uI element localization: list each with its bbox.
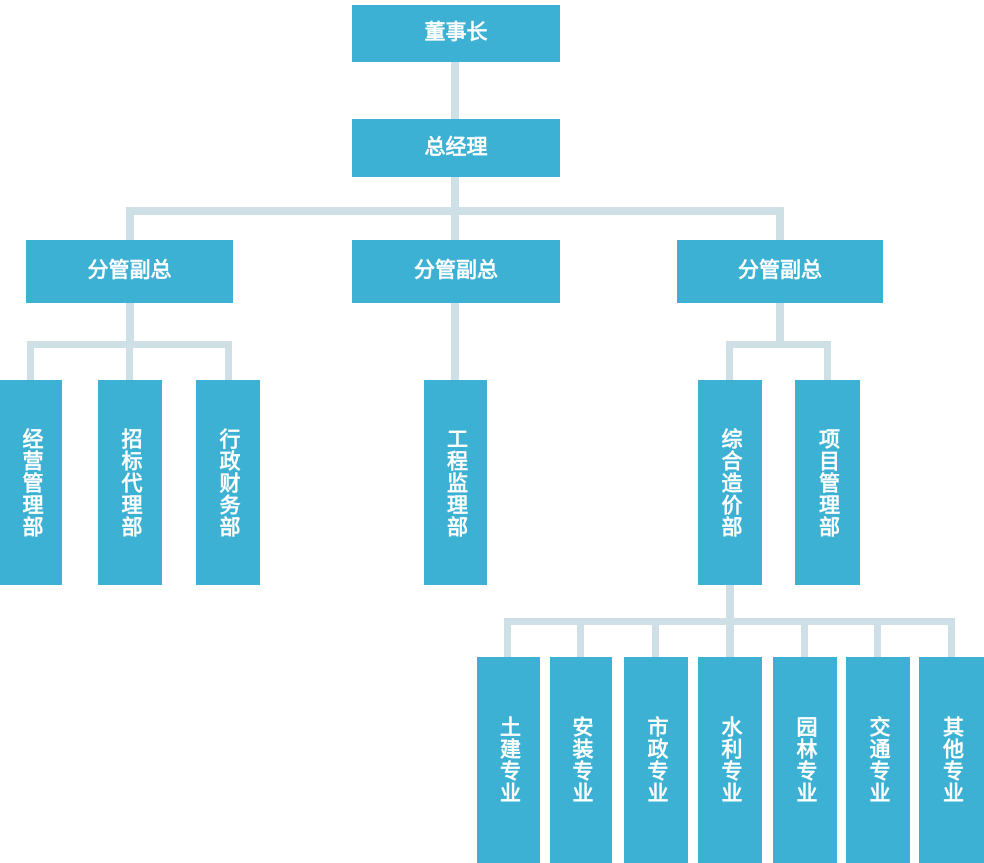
- org-node-dept-comprehensive-cost: 综合造价部: [698, 380, 762, 585]
- org-node-spec-civil: 土建专业: [477, 657, 540, 863]
- connector-level1-stub-right: [776, 207, 784, 240]
- connector-deputy1-stub-3: [225, 341, 232, 380]
- org-node-chairman: 董事长: [352, 5, 560, 62]
- connector-deputy3-horizontal: [726, 341, 831, 348]
- org-node-spec-landscape: 园林专业: [773, 657, 837, 863]
- org-node-deputy-gm-3: 分管副总: [677, 240, 883, 303]
- connector-level1-horizontal: [126, 207, 784, 215]
- org-node-dept-engineering-supervision: 工程监理部: [424, 380, 487, 585]
- org-node-dept-project-management: 项目管理部: [795, 380, 860, 585]
- connector-cost-stub-3: [652, 618, 659, 657]
- connector-cost-stub-2: [577, 618, 584, 657]
- connector-deputy3-stub-1: [726, 341, 733, 380]
- connector-deputy1-stub-2: [126, 341, 133, 380]
- org-node-deputy-gm-1: 分管副总: [26, 240, 233, 303]
- org-node-deputy-gm-2: 分管副总: [352, 240, 560, 303]
- connector-cost-stub-7: [948, 618, 955, 657]
- connector-deputy2-down: [451, 303, 459, 380]
- connector-level1-stub-left: [126, 207, 134, 240]
- org-node-dept-admin-finance: 行政财务部: [196, 380, 260, 585]
- org-node-dept-bidding-agency: 招标代理部: [98, 380, 162, 585]
- org-node-general-manager: 总经理: [352, 119, 560, 177]
- org-node-dept-business-management: 经营管理部: [0, 380, 62, 585]
- connector-deputy1-stub-1: [27, 341, 34, 380]
- connector-cost-stub-5: [801, 618, 808, 657]
- org-node-spec-municipal: 市政专业: [624, 657, 688, 863]
- connector-deputy1-down: [126, 303, 134, 348]
- connector-cost-stub-6: [874, 618, 881, 657]
- org-node-spec-installation: 安装专业: [550, 657, 612, 863]
- org-node-spec-water: 水利专业: [698, 657, 762, 863]
- connector-deputy3-stub-2: [824, 341, 831, 380]
- org-node-spec-transport: 交通专业: [846, 657, 910, 863]
- connector-cost-horizontal: [504, 618, 955, 625]
- connector-cost-stub-1: [504, 618, 511, 657]
- connector-deputy3-down: [776, 303, 784, 348]
- org-node-spec-other: 其他专业: [919, 657, 984, 863]
- connector-chairman-gm: [451, 62, 459, 119]
